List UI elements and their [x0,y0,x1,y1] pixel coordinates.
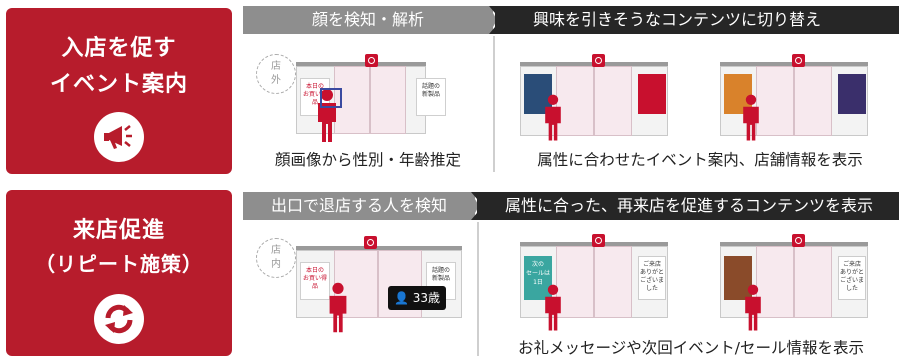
wall-top [296,246,462,251]
row1-label-line2: イベント案内 [49,72,188,97]
poster-digital [638,74,666,114]
row1-scene-content-b [720,52,870,144]
megaphone-icon [94,112,144,162]
age-tag-text: 33歳 [412,291,441,305]
door [756,246,794,318]
wall-top [296,62,426,67]
row2-caption-right: お礼メッセージや次回イベント/セール情報を表示 [518,339,864,357]
door [594,66,632,136]
person-icon [545,94,561,141]
row2-store-inside-mark: 店内 [256,238,296,278]
camera-sign-icon [792,234,805,247]
row2-scene-detect: 店内 本日のお買い得品 話題の新製品 👤 33歳 [250,228,472,338]
row2-label-line1: 来店促進 [72,218,165,243]
poster-thanks: ご来店ありがとございました [838,256,866,300]
poster-new-product: 話題の新製品 [416,78,446,116]
person-small-icon: 👤 [394,291,409,305]
poster-digital [838,74,866,114]
poster-digital [724,256,752,300]
row1-caption-left: 顔画像から性別・年齢推定 [274,151,461,169]
row1-store-outside-mark: 店外 [256,54,296,94]
door [794,246,832,318]
row1-divider [493,36,495,172]
camera-sign-icon [792,54,805,67]
row2-label-box: 来店促進 （リピート施策） [6,190,232,356]
person-icon [329,282,347,333]
row2-step1-bar: 出口で退店する人を検知 [243,192,475,220]
refresh-icon [94,294,144,344]
poster-thanks: ご来店ありがとございました [638,256,666,300]
person-icon [545,284,561,331]
face-detect-box [320,88,342,108]
camera-sign-icon [364,236,377,249]
row2-label-line2: （リピート施策） [35,252,203,276]
camera-sign-icon [592,54,605,67]
row2-scene-content-b: ご来店ありがとございました [720,232,870,336]
row1-label-box: 入店を促す イベント案内 [6,8,232,174]
row1-scene-detect: 店外 本日のお買い得品 話題の新製品 [250,44,486,144]
row1-label-line1: 入店を促す [61,36,177,61]
door [756,66,794,136]
camera-sign-icon [365,54,378,67]
row1-caption-right: 属性に合わせたイベント案内、店舗情報を表示 [537,151,863,169]
door [370,66,406,134]
person-icon [318,89,336,142]
camera-sign-icon [592,234,605,247]
door [794,66,832,136]
door [334,66,370,134]
door [594,246,632,318]
door [556,246,594,318]
person-icon [743,94,759,141]
row2-divider [477,222,479,356]
row2-step2-bar: 属性に合った、再来店を促進するコンテンツを表示 [477,192,899,220]
person-icon [745,284,761,331]
row1-step1-bar: 顔を検知・解析 [243,6,493,34]
poster-bargain: 本日のお買い得品 [300,262,330,300]
age-tag: 👤 33歳 [388,286,447,310]
row1-step2-bar: 興味を引きそうなコンテンツに切り替え [495,6,899,34]
row1-scene-content-a [520,52,670,144]
